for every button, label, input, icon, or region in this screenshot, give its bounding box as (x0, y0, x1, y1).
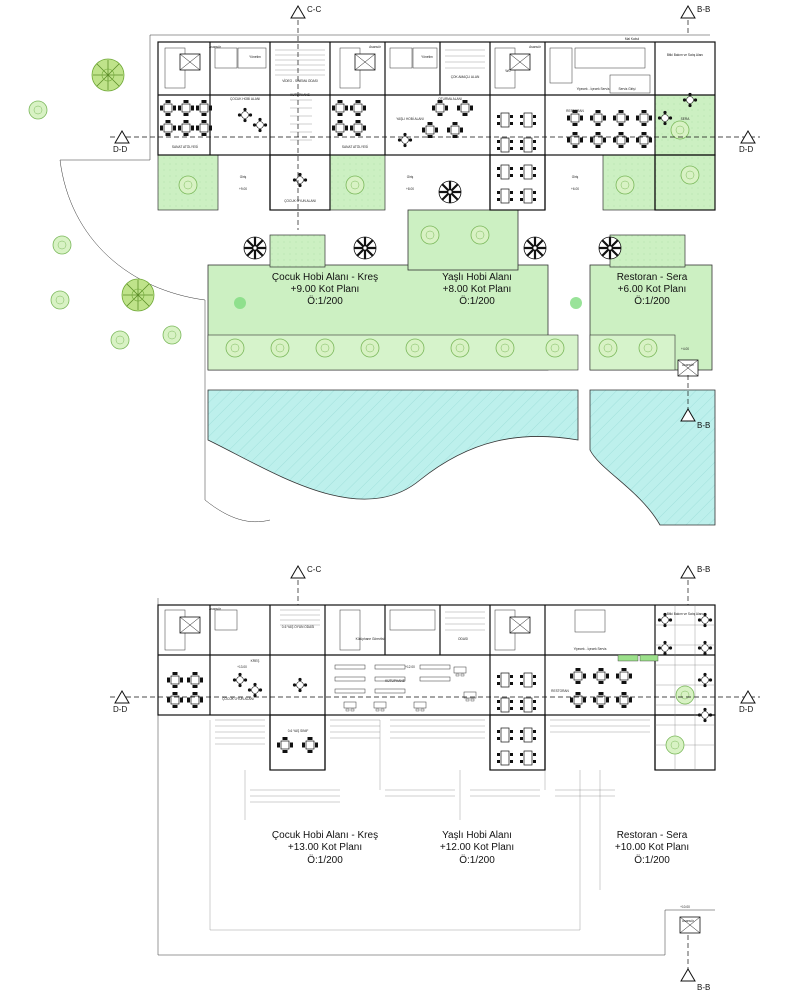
room-asansor-4: Asansör (682, 363, 695, 367)
upper-caption-3-title: Restoran - Sera (617, 272, 688, 283)
label-giris-3: Giriş (572, 175, 579, 179)
room-sanat-1: SANAT ATÖLYESİ (172, 144, 198, 149)
room-asansor-lower-2: Asansör (682, 919, 695, 923)
level-tag-3: +6.00 (571, 187, 579, 191)
room-sera: SERA (681, 117, 691, 121)
room-oda: ODASI (458, 637, 468, 641)
lower-caption-1-title: Çocuk Hobi Alanı - Kreş (272, 830, 378, 841)
room-oyun-odasi: 0-6 YAŞ OYUN ODASI (282, 625, 315, 629)
upper-caption-2-level: +8.00 Kot Planı (443, 284, 512, 295)
room-oturma: OTURMA ALANI (438, 97, 462, 101)
section-cc-upper: C-C (307, 5, 321, 14)
section-dd-lower-right: D-D (739, 705, 753, 714)
room-asansor-3: Asansör (529, 45, 542, 49)
section-bb-lower-top: B-B (697, 565, 710, 574)
room-cocuk-hobi: ÇOCUK HOBİ ALANI (230, 96, 260, 101)
lower-caption-2-level: +12.00 Kot Planı (440, 842, 514, 853)
section-dd-upper-left: D-D (113, 145, 127, 154)
room-restoran-lower: RESTORAN (551, 689, 569, 693)
water-pool-left (207, 389, 579, 500)
room-wc: WC (505, 69, 511, 73)
room-kres: KREŞ (251, 659, 260, 663)
section-bb-upper-top: B-B (697, 5, 710, 14)
section-dd-upper-right: D-D (739, 145, 753, 154)
room-cok-amacli: ÇOK AMAÇLI ALAN (451, 75, 480, 79)
level-tag-2: +8.00 (406, 187, 414, 191)
lower-site-edge (157, 598, 715, 956)
room-bahce: Bitki Bakım ve Satış Alanı (667, 53, 703, 57)
planting-strip (207, 334, 579, 371)
upper-building-outline (157, 41, 716, 156)
level-tag-4: +4.00 (681, 347, 689, 351)
upper-caption-1-scale: Ö:1/200 (307, 295, 343, 307)
courtyard-4 (269, 234, 326, 268)
room-cocuk-oyun: ÇOCUK OYUN ALANI (284, 199, 316, 203)
site-edge-lower (204, 300, 271, 523)
room-mutfak: Yiyecek - İçecek Servis (577, 86, 610, 91)
section-dd-lower-left: D-D (113, 705, 127, 714)
lower-caption-3-title: Restoran - Sera (617, 830, 688, 841)
room-mal-kabul: Mal Kabul (625, 37, 639, 41)
level-tag-lower-2: +12.00 (405, 665, 415, 669)
room-mutfak-lower: Yiyecek - İçecek Servis (574, 646, 607, 651)
upper-plan: ÇOCUK HOBİ ALANI KÜTÜPHANE SANAT ATÖLYES… (28, 5, 760, 526)
room-sanat-2: SANAT ATÖLYESİ (342, 144, 368, 149)
room-kutuphane-gorevli: Kütüphane Görevlisi (356, 637, 385, 641)
lower-caption-2-scale: Ö:1/200 (459, 854, 495, 866)
water-pool-right (589, 389, 716, 526)
section-bb-lower-bottom: B-B (697, 983, 710, 992)
lower-caption-3-level: +10.00 Kot Planı (615, 842, 689, 853)
lower-caption-1-level: +13.00 Kot Planı (288, 842, 362, 853)
section-bb-upper-bottom: B-B (697, 421, 710, 430)
room-kutuphane-lower: KÜTÜPHANE (385, 679, 405, 683)
lower-caption-1-scale: Ö:1/200 (307, 854, 343, 866)
upper-caption-2-scale: Ö:1/200 (459, 295, 495, 307)
lower-caption-3-scale: Ö:1/200 (634, 854, 670, 866)
room-cocuk-oyun-lower: ÇOCUK OYUN ALANI (222, 697, 254, 701)
room-asansor-lower-1: Asansör (209, 607, 222, 611)
room-sinif: 0-6 YAŞ SINIF (288, 729, 309, 733)
room-kutuphane: KÜTÜPHANE (290, 93, 310, 97)
room-yonetim-2: Yönetim (421, 55, 433, 59)
upper-caption-1-title: Çocuk Hobi Alanı - Kreş (272, 272, 378, 283)
room-bahce-lower: Bitki Bakım ve Satış Alanı (667, 612, 703, 616)
room-yasli-hobi: YAŞLI HOBİ ALANI (396, 116, 424, 121)
upper-caption-3-scale: Ö:1/200 (634, 295, 670, 307)
room-video: VİDEO - SİNEMA ODASI (282, 78, 318, 83)
level-tag-lower-3: +10.00 (680, 905, 690, 909)
label-giris-1: Giriş (240, 175, 247, 179)
room-servis-girisi: Servis Girişi (618, 87, 635, 91)
label-giris-2: Giriş (407, 175, 414, 179)
upper-caption-3-level: +6.00 Kot Planı (618, 284, 687, 295)
room-yonetim-1: Yönetim (249, 55, 261, 59)
room-asansor-1: Asansör (209, 45, 222, 49)
upper-caption-1-level: +9.00 Kot Planı (291, 284, 360, 295)
level-tag-lower-1: +13.00 (237, 665, 247, 669)
upper-caption-2-title: Yaşlı Hobi Alanı (442, 272, 512, 283)
section-cc-lower: C-C (307, 565, 321, 574)
courtyard-5 (609, 234, 686, 268)
room-restoran: RESTORAN (566, 109, 584, 113)
site-edge-curve (59, 35, 206, 301)
lower-building-outline (157, 604, 716, 716)
room-asansor-2: Asansör (369, 45, 382, 49)
lower-caption-2-title: Yaşlı Hobi Alanı (442, 830, 512, 841)
lower-plan: KREŞ ÇOCUK OYUN ALANI 0-6 YAŞ OYUN ODASI… (110, 565, 760, 992)
level-tag-1: +9.00 (239, 187, 247, 191)
